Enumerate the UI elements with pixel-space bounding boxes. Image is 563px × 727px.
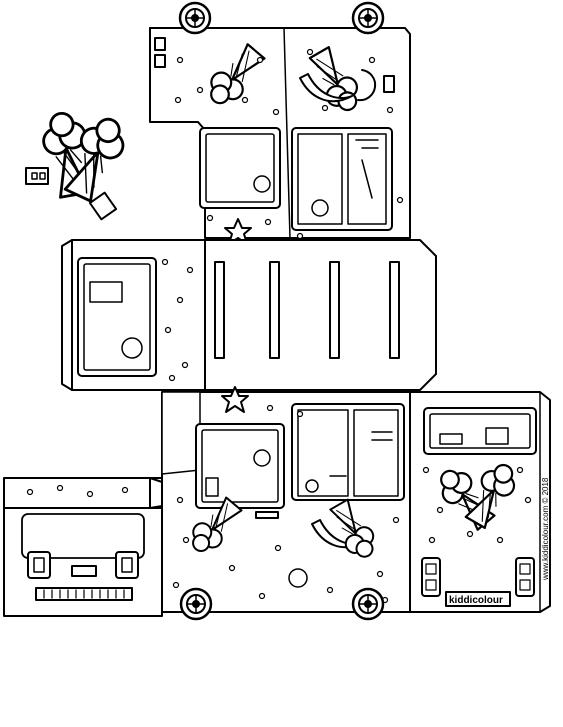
slot bbox=[214, 261, 225, 359]
front-hood-panel bbox=[3, 477, 163, 617]
decorative-dots bbox=[172, 404, 400, 604]
slot bbox=[269, 261, 280, 359]
decorative-dots bbox=[422, 466, 532, 544]
slot bbox=[329, 261, 340, 359]
door-handle bbox=[255, 511, 279, 519]
glue-tab-right bbox=[88, 191, 118, 221]
wheel-icon bbox=[179, 587, 213, 621]
decorative-dots bbox=[26, 484, 129, 498]
wheel-icon bbox=[351, 1, 385, 35]
ice-cream-tab-piece bbox=[25, 108, 134, 221]
decorative-dots bbox=[161, 258, 194, 382]
side-window-panel bbox=[61, 239, 206, 391]
wheel-icon bbox=[351, 587, 385, 621]
headlight-icon bbox=[27, 551, 51, 579]
decorative-dots bbox=[174, 48, 404, 240]
window-icon bbox=[199, 127, 281, 209]
window-icon bbox=[77, 257, 157, 377]
website-caption: www.kiddicolour.com © 2018 bbox=[541, 477, 550, 581]
wheel-icon bbox=[178, 1, 212, 35]
brand-logo-text: kiddicolour bbox=[449, 595, 503, 606]
slot bbox=[389, 261, 400, 359]
rear-panel bbox=[409, 391, 551, 613]
top-panel bbox=[149, 1, 411, 245]
license-plate bbox=[445, 591, 511, 607]
window-icon bbox=[423, 407, 537, 455]
headlight-icon bbox=[115, 551, 139, 579]
slot-strip-panel bbox=[204, 239, 437, 391]
main-side-panel bbox=[161, 386, 411, 621]
